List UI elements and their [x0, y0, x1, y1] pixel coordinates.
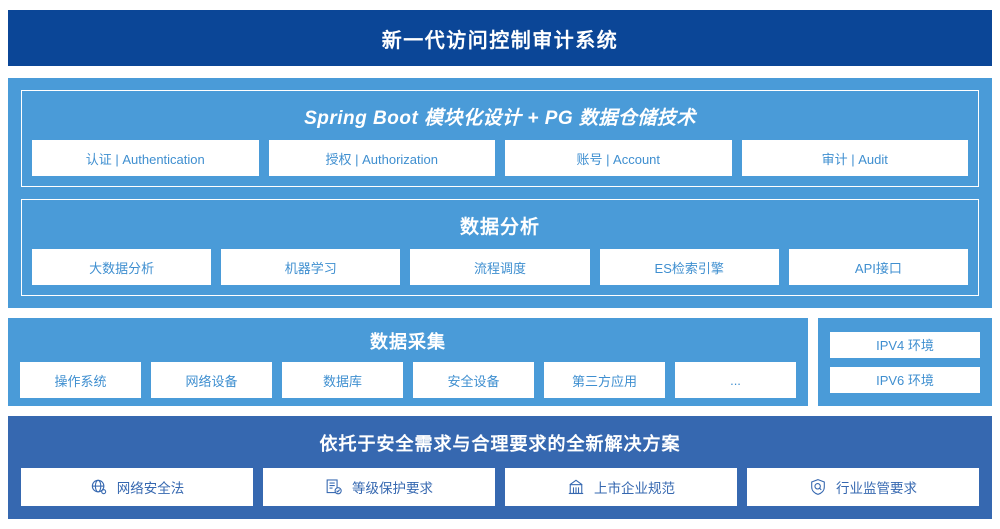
card-label: 数据库 [322, 373, 362, 389]
card-label: 网络设备 [185, 373, 238, 389]
card-label: 审计 | Audit [821, 151, 888, 167]
collection-card-row: 操作系统 网络设备 数据库 安全设备 第三方应用 ... [20, 362, 796, 398]
card-label: 等级保护要求 [352, 481, 433, 496]
card-label: ES检索引擎 [654, 260, 724, 276]
analysis-card-machine-learning[interactable]: 机器学习 [221, 249, 401, 285]
solution-panel: 依托于安全需求与合理要求的全新解决方案 网络安全法 [8, 416, 992, 519]
document-check-icon [325, 478, 343, 496]
collection-panel: 数据采集 操作系统 网络设备 数据库 安全设备 第三方应用 ... [8, 318, 808, 406]
card-label: 上市企业规范 [594, 481, 675, 496]
card-label: 行业监管要求 [836, 481, 917, 496]
platform-card-authorization[interactable]: 授权 | Authorization [268, 140, 495, 176]
building-icon [567, 478, 585, 496]
collection-row: 数据采集 操作系统 网络设备 数据库 安全设备 第三方应用 ... [8, 318, 992, 406]
collection-card-network-device[interactable]: 网络设备 [151, 362, 272, 398]
page-header: 新一代访问控制审计系统 [8, 10, 992, 66]
platform-card-row: 认证 | Authentication 授权 | Authorization 账… [32, 140, 968, 176]
platform-section: Spring Boot 模块化设计 + PG 数据仓储技术 认证 | Authe… [21, 90, 979, 187]
analysis-section-title: 数据分析 [459, 217, 540, 238]
solution-card-classified-protection[interactable]: 等级保护要求 [263, 468, 495, 506]
card-label: 流程调度 [474, 260, 527, 276]
platform-card-authentication[interactable]: 认证 | Authentication [32, 140, 259, 176]
card-label: 授权 | Authorization [325, 151, 438, 167]
solution-card-listed-company-standard[interactable]: 上市企业规范 [505, 468, 737, 506]
platform-card-account[interactable]: 账号 | Account [505, 140, 732, 176]
card-label: 操作系统 [54, 373, 107, 389]
architecture-panel: Spring Boot 模块化设计 + PG 数据仓储技术 认证 | Authe… [8, 78, 992, 308]
environment-card-ipv4[interactable]: IPV4 环境 [830, 331, 980, 358]
environment-card-ipv6[interactable]: IPV6 环境 [830, 366, 980, 393]
collection-title: 数据采集 [370, 332, 446, 352]
platform-card-audit[interactable]: 审计 | Audit [741, 140, 968, 176]
environment-panel: IPV4 环境 IPV6 环境 [818, 318, 992, 406]
analysis-card-es-search[interactable]: ES检索引擎 [599, 249, 779, 285]
solution-card-cybersecurity-law[interactable]: 网络安全法 [21, 468, 253, 506]
analysis-card-row: 大数据分析 机器学习 流程调度 ES检索引擎 API接口 [32, 249, 969, 285]
card-label: 安全设备 [447, 373, 500, 389]
collection-card-security-device[interactable]: 安全设备 [413, 362, 534, 398]
card-label: 第三方应用 [571, 373, 637, 389]
globe-icon [90, 478, 108, 496]
card-label: 机器学习 [284, 260, 337, 276]
analysis-section: 数据分析 大数据分析 机器学习 流程调度 ES检索引擎 API接口 [21, 199, 979, 296]
solution-title: 依托于安全需求与合理要求的全新解决方案 [319, 434, 681, 454]
collection-card-more[interactable]: ... [675, 362, 796, 398]
card-label: 大数据分析 [89, 260, 155, 276]
card-label: ... [730, 372, 741, 388]
solution-card-industry-regulation[interactable]: 行业监管要求 [747, 468, 979, 506]
analysis-card-big-data[interactable]: 大数据分析 [32, 249, 212, 285]
card-label: 认证 | Authentication [85, 151, 205, 167]
analysis-card-process-scheduling[interactable]: 流程调度 [410, 249, 590, 285]
collection-card-operating-system[interactable]: 操作系统 [20, 362, 141, 398]
platform-section-title: Spring Boot 模块化设计 + PG 数据仓储技术 [304, 108, 696, 129]
collection-card-third-party-app[interactable]: 第三方应用 [544, 362, 665, 398]
solution-card-row: 网络安全法 等级保护要求 [21, 468, 979, 506]
card-label: API接口 [854, 260, 902, 276]
collection-card-database[interactable]: 数据库 [282, 362, 403, 398]
page-title: 新一代访问控制审计系统 [381, 29, 619, 52]
card-label: 网络安全法 [116, 481, 185, 496]
card-label: 账号 | Account [576, 151, 661, 167]
card-label: IPV4 环境 [876, 338, 934, 353]
analysis-card-api[interactable]: API接口 [788, 249, 969, 285]
card-label: IPV6 环境 [876, 373, 934, 388]
shield-search-icon [809, 478, 827, 496]
